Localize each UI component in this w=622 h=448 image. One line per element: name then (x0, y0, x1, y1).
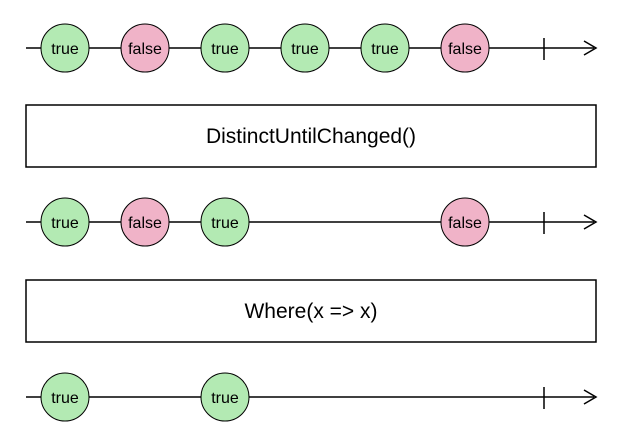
timeline-arrowhead (583, 40, 598, 56)
timeline-source: true false true true true false (26, 23, 598, 73)
marble: true (280, 23, 330, 73)
marble: true (360, 23, 410, 73)
marble: true (40, 23, 90, 73)
marble: true (200, 197, 250, 247)
operator-box-where: Where(x => x) (25, 279, 597, 343)
timeline-arrowhead (583, 389, 598, 405)
operator-box-distinct-until-changed: DistinctUntilChanged() (25, 104, 597, 168)
marble: false (440, 197, 490, 247)
marble-label: true (51, 41, 79, 58)
marble: false (120, 23, 170, 73)
marble: false (120, 197, 170, 247)
timeline-where: true true (26, 372, 598, 422)
marble-label: true (211, 215, 239, 232)
timeline-arrowhead (583, 214, 598, 230)
marble: true (40, 197, 90, 247)
marble-label: false (128, 215, 162, 232)
timeline-distinct: true false true false (26, 197, 598, 247)
marble-label: true (51, 390, 79, 407)
marble-label: false (448, 41, 482, 58)
marble-label: false (128, 41, 162, 58)
marble: true (200, 23, 250, 73)
marble: true (200, 372, 250, 422)
marble-label: true (371, 41, 399, 58)
marble-label: true (211, 390, 239, 407)
operator-label: DistinctUntilChanged() (206, 125, 416, 148)
operator-label: Where(x => x) (244, 300, 377, 323)
marble: false (440, 23, 490, 73)
marble-label: true (291, 41, 319, 58)
marble-label: true (211, 41, 239, 58)
marble: true (40, 372, 90, 422)
marble-label: false (448, 215, 482, 232)
marble-label: true (51, 215, 79, 232)
